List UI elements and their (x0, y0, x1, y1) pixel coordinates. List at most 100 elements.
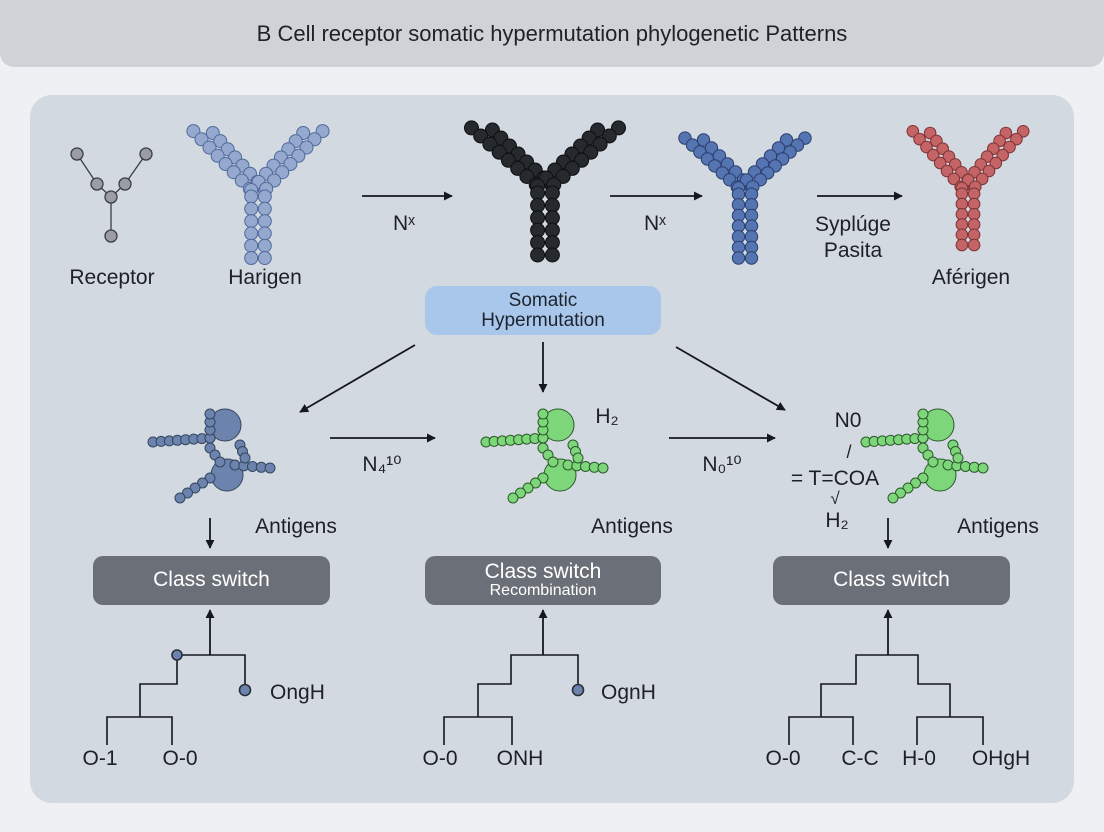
bead (244, 251, 259, 265)
arrow-somatic-left (299, 344, 416, 413)
formula-h2-bottom: H₂ (825, 509, 849, 532)
bead (910, 477, 921, 489)
bead (202, 140, 217, 155)
formula-n0: N0 (834, 409, 862, 432)
formula-slash: / (846, 442, 852, 462)
bead (257, 226, 272, 241)
receptor-label: Receptor (69, 266, 155, 289)
arrow-label-mid-2: N₀¹⁰ (702, 453, 742, 476)
bead (264, 462, 276, 474)
bead (214, 456, 226, 468)
bead (996, 148, 1010, 162)
bead (257, 189, 272, 204)
antigen-cluster-green (480, 408, 609, 504)
bead (906, 125, 920, 138)
bead (257, 214, 272, 229)
bead (1010, 132, 1023, 146)
bead (515, 487, 526, 499)
class-switch-box-3: Class switch (773, 556, 1010, 605)
bead (977, 462, 989, 474)
class-switch-sub-2: Recombination (489, 582, 597, 600)
arrow-label-mid-1: N₄¹⁰ (362, 453, 402, 476)
bead (522, 482, 534, 494)
bead (537, 472, 549, 484)
tree1-leaf-1: O-1 (82, 747, 118, 770)
bead (975, 172, 989, 186)
bead (244, 226, 259, 241)
formula-main: = T=COA (790, 467, 880, 490)
bead (933, 156, 947, 170)
bead (955, 238, 969, 252)
phylogenetic-tree-3 (788, 654, 984, 745)
class-switch-label-1: Class switch (153, 568, 270, 592)
bead (947, 172, 961, 186)
bead (572, 452, 584, 464)
bead (174, 492, 186, 504)
antigens-label-1: Antigens (255, 515, 337, 538)
bead (507, 492, 519, 504)
bead (544, 197, 560, 213)
blue-antibody-icon (678, 131, 812, 265)
bead (917, 472, 929, 484)
bead (887, 492, 899, 504)
bead (226, 165, 241, 180)
tree3-leaf-1: O-0 (765, 747, 801, 770)
somatic-line1: Somatic (508, 289, 578, 311)
bead (530, 197, 546, 213)
bead (257, 201, 272, 216)
bead (967, 238, 981, 252)
somatic-line2: Hypermutation (481, 309, 605, 331)
bead (204, 408, 216, 420)
bead (917, 408, 929, 420)
bead (257, 251, 272, 265)
bead (895, 487, 906, 499)
formula-check: √ (830, 489, 840, 508)
tree3-leaf-2: C-C (841, 747, 879, 770)
arrow-label-top-1: Nˣ (392, 212, 416, 235)
bead (182, 487, 193, 499)
formula-h2-top: H₂ (595, 405, 619, 428)
aferigen-label: Aférigen (931, 266, 1011, 289)
phylogenetic-tree-2 (443, 654, 585, 745)
class-switch-box-1: Class switch (93, 556, 330, 605)
bead (1003, 140, 1016, 154)
arrow-label-top-3-line2: Pasita (823, 239, 883, 262)
receptor-icon (70, 147, 153, 243)
bead (299, 140, 314, 155)
phylogenetic-tree-1 (106, 649, 252, 745)
bead (244, 214, 259, 229)
bead (189, 482, 201, 494)
antigen-cluster-slate (147, 408, 276, 504)
bead (204, 472, 216, 484)
tree1-leaf-2: O-0 (162, 747, 198, 770)
page-title: B Cell receptor somatic hypermutation ph… (256, 20, 848, 46)
bead (197, 477, 208, 489)
bead (530, 247, 546, 263)
bead (544, 247, 560, 263)
harigen-antibody-icon (186, 124, 330, 265)
bead (244, 201, 259, 216)
bead (239, 452, 251, 464)
tree2-side-label: OgnH (601, 681, 656, 704)
antigens-label-2: Antigens (591, 515, 673, 538)
class-switch-box-2: Class switch Recombination (425, 556, 661, 605)
bead (927, 148, 940, 162)
bead (544, 222, 560, 238)
tree3-leaf-4: OHgH (971, 747, 1031, 770)
red-antibody-icon (906, 125, 1030, 252)
bead (696, 133, 711, 147)
tree3-leaf-3: H-0 (902, 747, 936, 770)
bead (597, 462, 609, 474)
bead (989, 156, 1003, 170)
bead (244, 189, 259, 204)
bead (927, 456, 939, 468)
bead (920, 140, 933, 154)
antigen-cluster-green-2 (860, 408, 989, 504)
harigen-label: Harigen (228, 266, 302, 289)
class-switch-label-2: Class switch (484, 560, 602, 584)
bead (547, 456, 559, 468)
bead (744, 251, 759, 265)
bead (982, 164, 996, 178)
somatic-hypermutation-box: Somatic Hypermutation (425, 286, 661, 335)
